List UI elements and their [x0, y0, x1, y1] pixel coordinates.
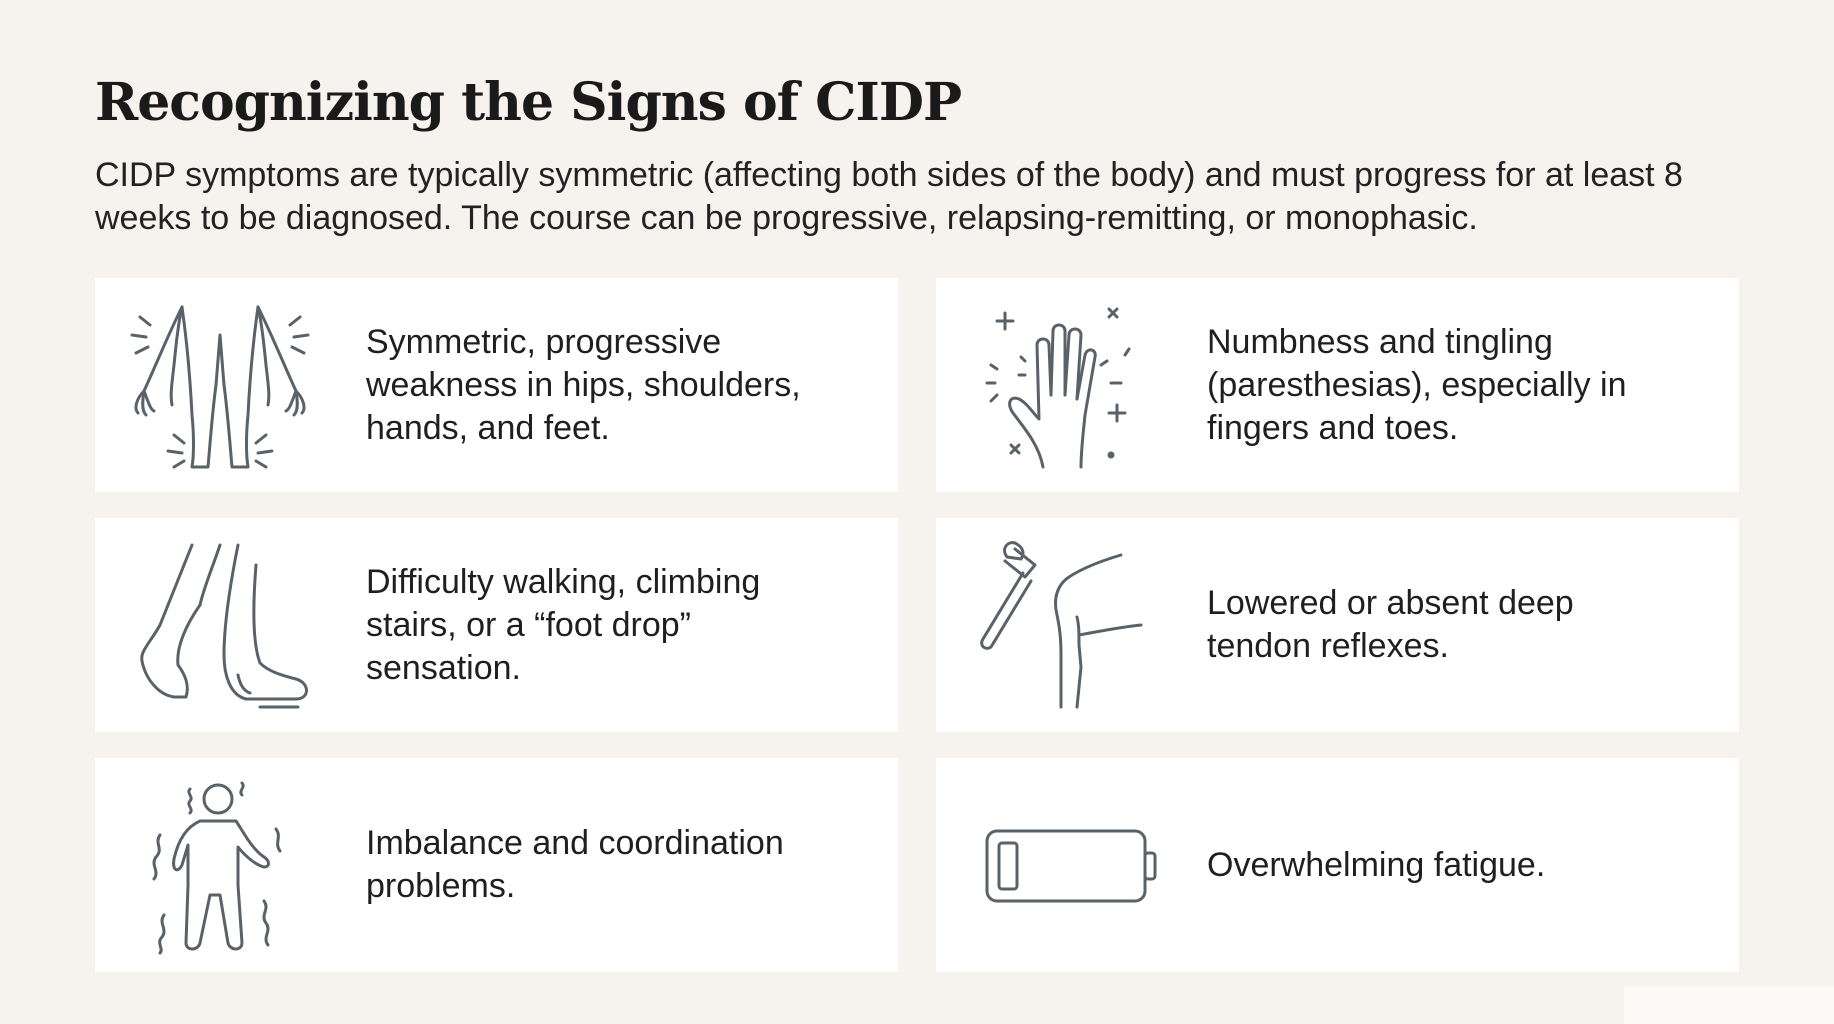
symptom-text: Lowered or absent deep tendon reflexes. — [1207, 584, 1574, 665]
symptom-text: Imbalance and coordination problems. — [366, 824, 784, 905]
page-intro: CIDP symptoms are typically symmetric (a… — [95, 156, 1683, 237]
page-title: Recognizing the Signs of CIDP — [95, 72, 962, 133]
symptom-grid: Symmetric, progressive weakness in hips,… — [95, 278, 1739, 972]
symptom-card-tingling: Numbness and tingling (paresthesias), es… — [936, 278, 1739, 492]
symptom-card-weakness: Symmetric, progressive weakness in hips,… — [95, 278, 898, 492]
symptom-card-walking: Difficulty walking, climbing stairs, or … — [95, 518, 898, 732]
walking-feet-icon — [120, 535, 320, 715]
corner-patch — [1624, 986, 1834, 1024]
symptom-card-imbalance: Imbalance and coordination problems. — [95, 758, 898, 972]
symptom-text: Difficulty walking, climbing stairs, or … — [366, 562, 761, 687]
symptom-text: Symmetric, progressive weakness in hips,… — [366, 322, 801, 447]
low-battery-icon — [961, 775, 1161, 955]
unsteady-person-icon — [120, 775, 320, 955]
reflex-hammer-knee-icon — [961, 535, 1161, 715]
symptom-text: Overwhelming fatigue. — [1207, 845, 1546, 884]
symptom-card-fatigue: Overwhelming fatigue. — [936, 758, 1739, 972]
symptom-card-reflexes: Lowered or absent deep tendon reflexes. — [936, 518, 1739, 732]
body-weakness-icon — [120, 295, 320, 475]
symptom-text: Numbness and tingling (paresthesias), es… — [1207, 322, 1627, 447]
tingling-hand-icon — [961, 295, 1161, 475]
